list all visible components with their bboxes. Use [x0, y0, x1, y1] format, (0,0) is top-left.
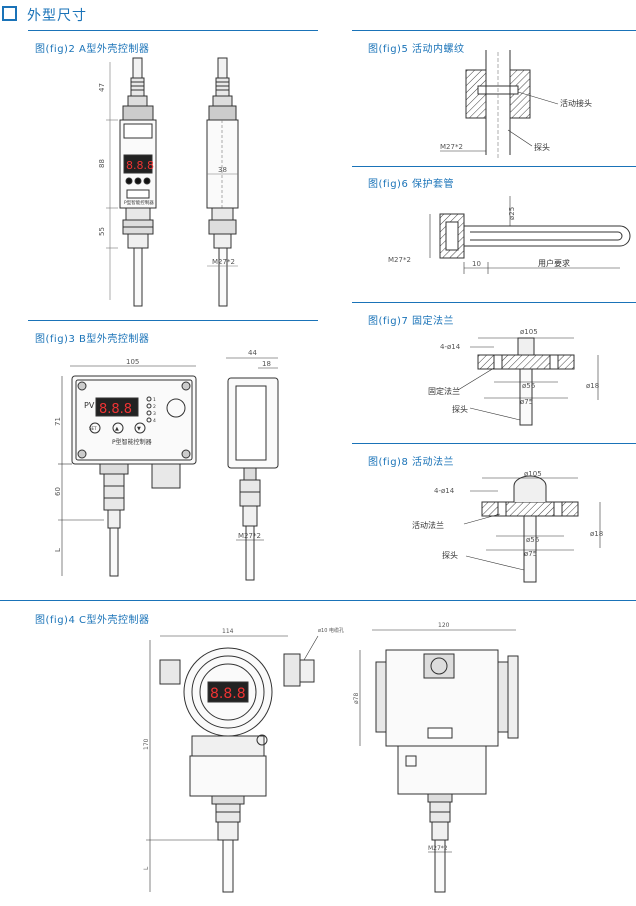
fig7-dim-105: ø105: [520, 328, 538, 336]
fig6-dim-25: ø25: [508, 207, 516, 220]
fig3-dim-60: 60: [54, 487, 62, 496]
fig4-title: 图(fig)4 C型外壳控制器: [35, 615, 150, 626]
fig6-drawing: [429, 196, 631, 274]
fig4-dim-170: 170: [143, 738, 150, 750]
page-title: 外型尺寸: [27, 8, 87, 24]
fig5-thread: M27*2: [440, 143, 463, 151]
fig5-label-joint: 活动接头: [560, 98, 592, 108]
section-divider: [352, 166, 636, 167]
fig3-dim-18: 18: [262, 360, 271, 368]
fig4-note-cable: ø10 电缆孔: [318, 627, 344, 634]
page-header: 外型尺寸: [0, 0, 636, 30]
fig2-dim-55: 55: [98, 227, 106, 236]
fig3-led-3: 3: [153, 411, 156, 417]
fig3-dim-105: 105: [126, 358, 139, 366]
section-divider: [28, 30, 318, 31]
fig2-drawing: 8.8.8: [106, 57, 239, 307]
fig7-label-flange: 固定法兰: [428, 386, 460, 396]
fig4-dim-120: 120: [438, 622, 450, 629]
fig6-label-user: 用户要求: [538, 258, 570, 268]
fig2-title: 图(fig)2 A型外壳控制器: [35, 44, 150, 55]
fig8-drawing: [463, 475, 601, 583]
svg-text:8.8.8: 8.8.8: [99, 402, 132, 417]
fig3-led-1: 1: [153, 397, 156, 403]
fig6-thread: M27*2: [388, 256, 411, 264]
section-divider: [352, 30, 636, 31]
svg-text:8.8.8: 8.8.8: [210, 686, 246, 702]
fig6-title: 图(fig)6 保护套管: [368, 179, 454, 190]
fig7-dim-hole: 4-ø14: [440, 343, 461, 351]
fig7-dim-56: ø56: [522, 382, 536, 390]
fig3-dim-44: 44: [248, 349, 257, 357]
fig3-title: 图(fig)3 B型外壳控制器: [35, 334, 150, 345]
fig4-dim-78: ø78: [353, 693, 360, 704]
svg-text:8.8.8: 8.8.8: [126, 159, 154, 172]
fig8-label-flange: 活动法兰: [412, 520, 444, 530]
fig2-panel-text: P型智能控制器: [124, 199, 154, 206]
section-divider: [0, 600, 636, 601]
fig2-thread: M27*2: [212, 258, 235, 266]
fig2-dim-47: 47: [98, 83, 106, 92]
fig4-dim-114: 114: [222, 628, 234, 635]
fig3-thread: M27*2: [238, 532, 261, 540]
fig8-dim-hole: 4-ø14: [434, 487, 455, 495]
section-divider: [352, 443, 636, 444]
fig8-title: 图(fig)8 活动法兰: [368, 457, 454, 468]
fig3-led-4: 4: [153, 418, 156, 424]
fig5-label-probe: 探头: [534, 142, 550, 152]
fig5-drawing: [440, 50, 559, 158]
fig8-dim-18: ø18: [590, 530, 603, 538]
fig2-dim-88: 88: [98, 159, 106, 168]
fig7-dim-75: ø75: [520, 398, 533, 406]
fig3-button-down: ▼: [137, 426, 141, 432]
fig8-label-probe: 探头: [442, 550, 458, 560]
fig3-led-2: 2: [153, 404, 156, 410]
fig3-button-set: SET: [89, 426, 97, 431]
fig4-drawing: 8.8.8: [146, 629, 519, 893]
fig4-thread: M27*2: [428, 845, 448, 852]
fig7-label-probe: 探头: [452, 404, 468, 414]
header-square-icon: [2, 6, 17, 21]
fig6-dim-10: 10: [472, 260, 481, 268]
section-divider: [28, 320, 318, 321]
fig4-dim-L: L: [143, 866, 150, 870]
fig8-dim-56: ø56: [526, 536, 540, 544]
section-divider: [352, 302, 636, 303]
fig7-drawing: [457, 337, 599, 426]
fig3-dim-71: 71: [54, 417, 62, 426]
fig8-dim-105: ø105: [524, 470, 542, 478]
fig3-dim-L: L: [54, 548, 62, 552]
fig3-panel-text: P型智能控制器: [112, 438, 152, 446]
fig2-dim-38: 38: [218, 166, 227, 174]
fig3-display-label: PV: [84, 401, 95, 410]
fig8-dim-75: ø75: [524, 550, 537, 558]
fig3-drawing: 8.8.8: [58, 357, 279, 581]
fig3-button-up: ▲: [115, 426, 119, 432]
fig7-dim-18: ø18: [586, 382, 599, 390]
fig7-title: 图(fig)7 固定法兰: [368, 316, 454, 327]
fig5-title: 图(fig)5 活动内螺纹: [368, 44, 465, 55]
